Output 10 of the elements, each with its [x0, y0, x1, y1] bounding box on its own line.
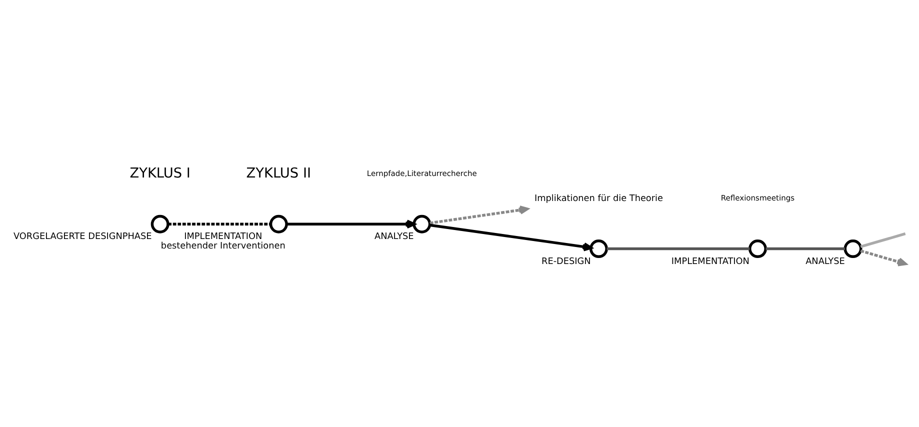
node-text: Implikationen für die Theorie — [534, 194, 663, 204]
label: ZYKLUS I — [130, 165, 190, 182]
node-label: IMPLEMENTATION — [671, 256, 750, 266]
node-label: ANALYSE — [374, 232, 414, 242]
node-label: ANALYSE — [806, 256, 845, 266]
node-label: RE-DESIGN — [542, 256, 591, 266]
node-label: IMPLEMENTATION — [184, 232, 262, 242]
node-label: bestehender Interventionen — [160, 241, 286, 252]
node-label: VORGELAGERTE DESIGNPHASE — [14, 232, 152, 242]
label: ZYKLUS II — [246, 165, 312, 182]
